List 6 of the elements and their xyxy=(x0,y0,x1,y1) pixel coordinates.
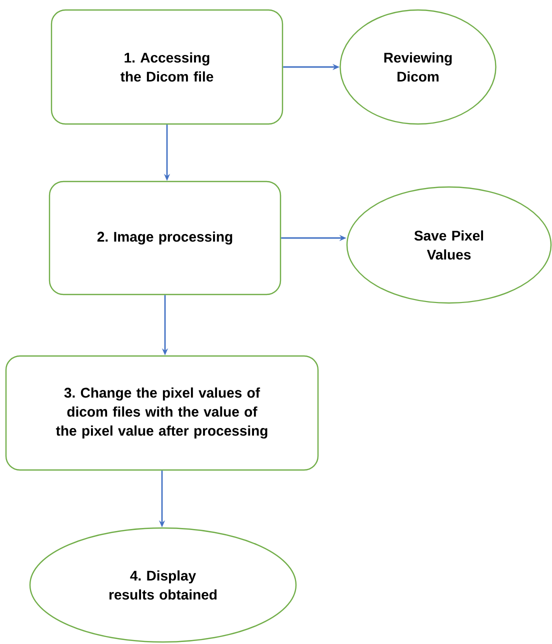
process-box: 3. Change the pixel values of dicom files with the value of the pixel value after processing xyxy=(5,355,319,471)
process-box: 1. Accessing the Dicom file xyxy=(50,9,284,125)
ellipse-node: Reviewing Dicom xyxy=(340,9,496,125)
ellipse-node: Save Pixel Values xyxy=(346,186,552,304)
ellipse-node: 4. Display results obtained xyxy=(29,527,297,643)
process-box: 2. Image processing xyxy=(48,180,282,296)
